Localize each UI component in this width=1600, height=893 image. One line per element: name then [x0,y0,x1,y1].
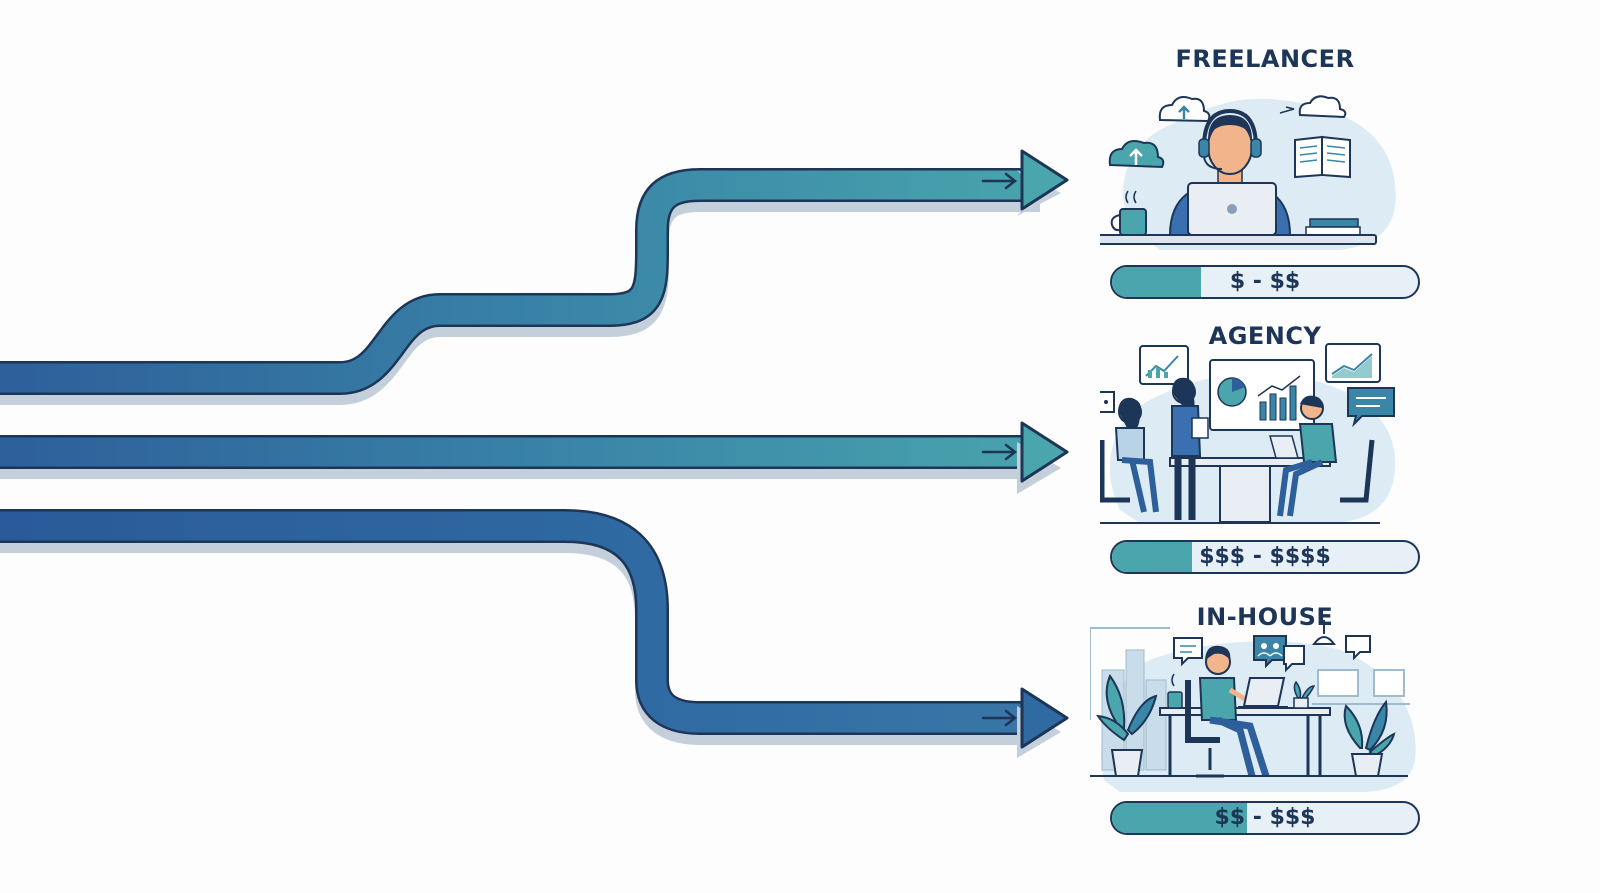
agency-person-sitting-right [1269,395,1375,517]
book-stack-icon [1305,218,1361,236]
agency-illustration [1100,343,1396,524]
price-fill-freelancer [1112,267,1201,297]
price-fill-in-house [1112,803,1247,833]
laptop-icon [1269,435,1299,459]
cloud-icon [1279,95,1347,119]
table-base [1219,465,1271,523]
desk [1100,234,1377,245]
plant-icon [1343,699,1396,777]
plant-icon [1293,680,1316,709]
path-arrow-in-house [0,509,1069,758]
cloud-upload-icon [1108,140,1165,169]
book-icon [1294,135,1351,179]
presentation-board [1209,359,1315,431]
in-house-illustration [1090,620,1416,792]
option-title-freelancer: FREELANCER [1175,45,1355,73]
laptop-icon [1238,677,1288,709]
headset-icon [1198,108,1262,170]
background-monitors [1312,669,1410,705]
speech-bubble-icon [1347,387,1395,428]
price-label-agency: $$$ - $$$$ [1199,544,1331,569]
agency-person-standing [1171,377,1209,520]
cloud-upload-icon [1158,96,1211,123]
option-title-agency: AGENCY [1208,322,1322,350]
team-chat-icon [1253,635,1305,673]
laptop-icon [1187,182,1277,236]
option-title-in-house: IN-HOUSE [1196,603,1334,631]
price-fill-agency [1112,542,1192,572]
plant-icon [1095,673,1158,777]
speech-bubble-icon [1345,635,1371,661]
chart-icon [1325,343,1381,383]
price-bar-agency: $$$ - $$$$ [1110,540,1420,574]
path-arrow-freelancer [0,149,1069,405]
price-bar-in-house: $$ - $$$ [1110,801,1420,835]
path-arrow-agency [0,421,1069,494]
in-house-person [1185,645,1270,778]
coffee-mug-icon [1167,673,1183,709]
speech-bubble-icon [1173,637,1203,667]
price-bar-freelancer: $ - $$ [1110,265,1420,299]
price-label-in-house: $$ - $$$ [1214,805,1316,830]
speech-bubble-icon [1100,391,1115,414]
ceiling-lamp-icon [1312,620,1336,645]
agency-person-sitting-left [1100,397,1159,513]
chart-icon [1139,345,1189,385]
freelancer-illustration [1100,95,1396,250]
price-label-freelancer: $ - $$ [1229,269,1301,294]
